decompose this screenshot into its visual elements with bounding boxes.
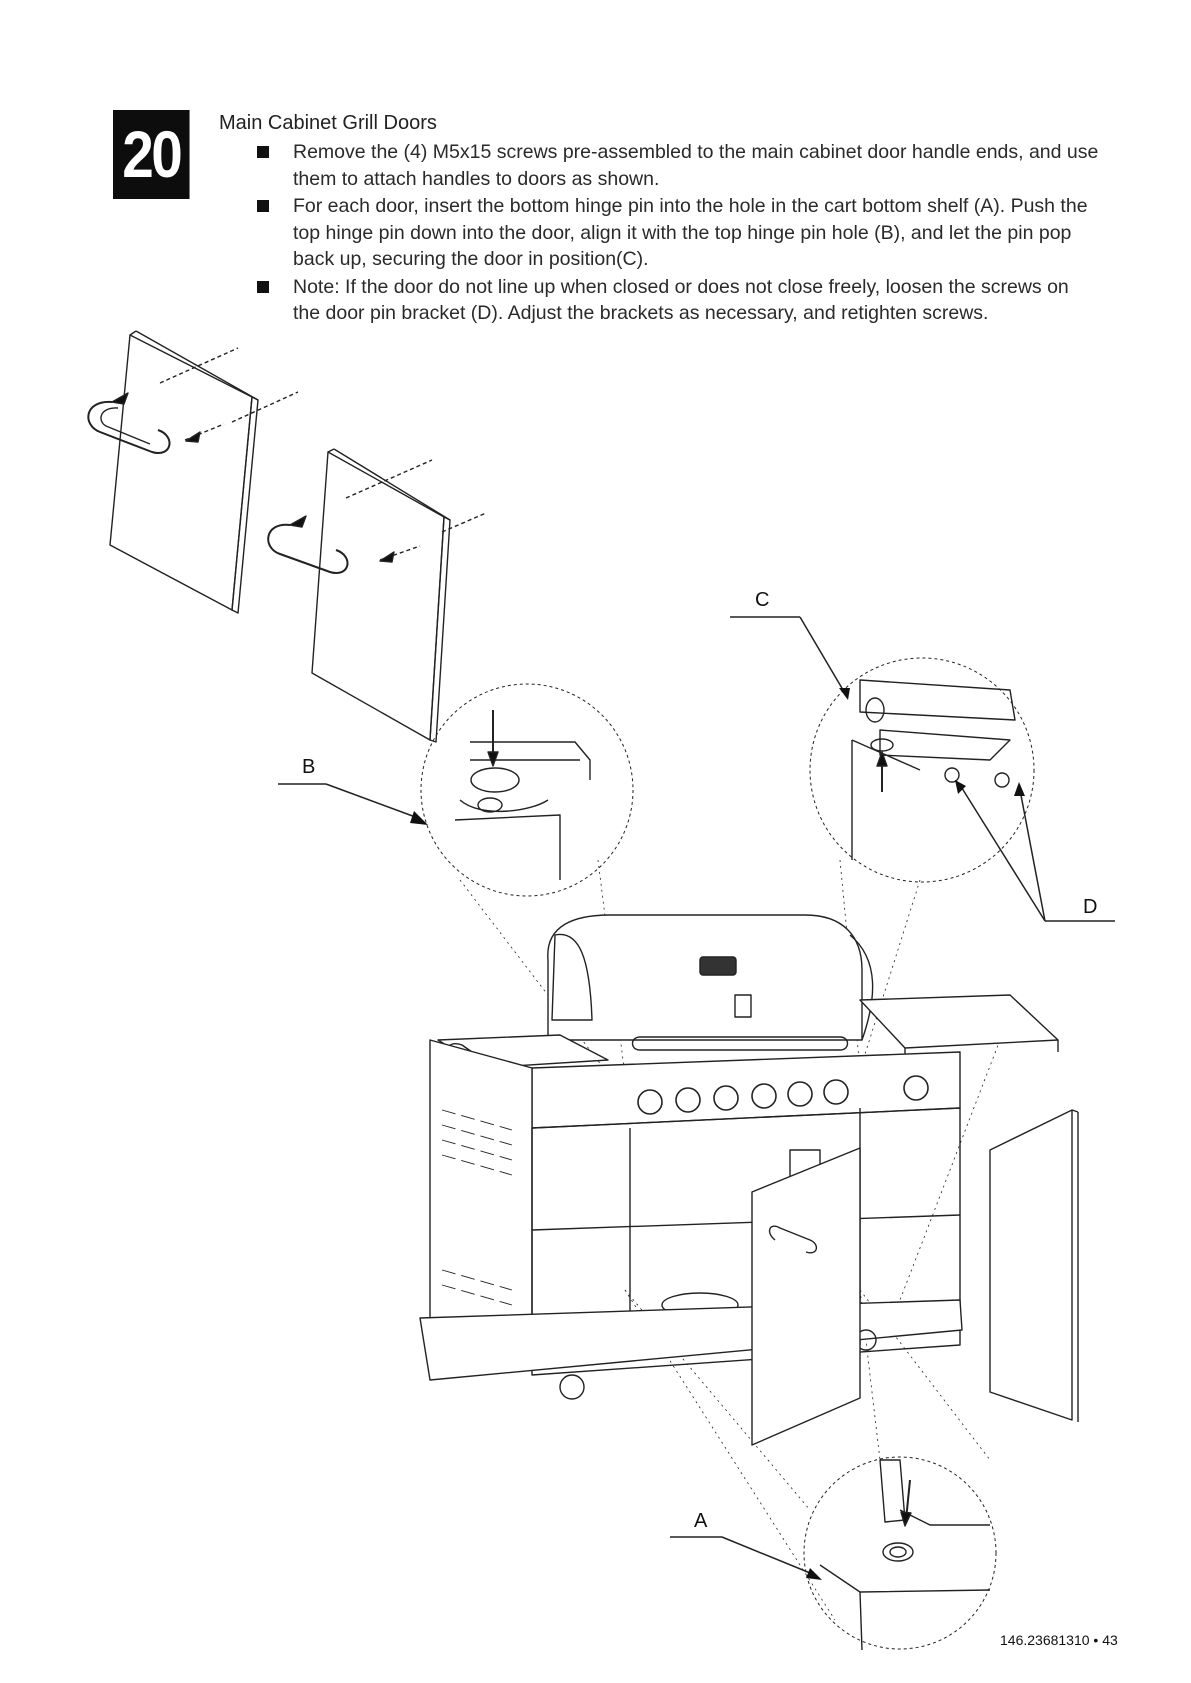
callout-lines (278, 616, 1115, 1576)
instruction-item: Remove the (4) M5x15 screws pre-assemble… (255, 139, 1100, 192)
callout-label-d: D (1083, 896, 1097, 918)
page-reference: 146.23681310 • 43 (1000, 1632, 1118, 1648)
callout-label-b: B (302, 756, 315, 778)
detail-circle-a (803, 1456, 997, 1651)
detail-circle-c (809, 657, 1035, 883)
grill-illustration (419, 914, 1079, 1446)
instruction-item: Note: If the door do not line up when cl… (255, 274, 1100, 327)
instruction-list: Remove the (4) M5x15 screws pre-assemble… (255, 139, 1100, 328)
step-number-badge: 20 (113, 110, 190, 199)
callout-label-a: A (694, 1510, 708, 1532)
instruction-item: For each door, insert the bottom hinge p… (255, 193, 1100, 273)
callout-label-c: C (755, 589, 769, 611)
detail-circle-b (420, 683, 634, 897)
door-exploded-1 (87, 330, 299, 614)
door-exploded-2 (267, 448, 487, 743)
step-title: Main Cabinet Grill Doors (219, 112, 437, 134)
